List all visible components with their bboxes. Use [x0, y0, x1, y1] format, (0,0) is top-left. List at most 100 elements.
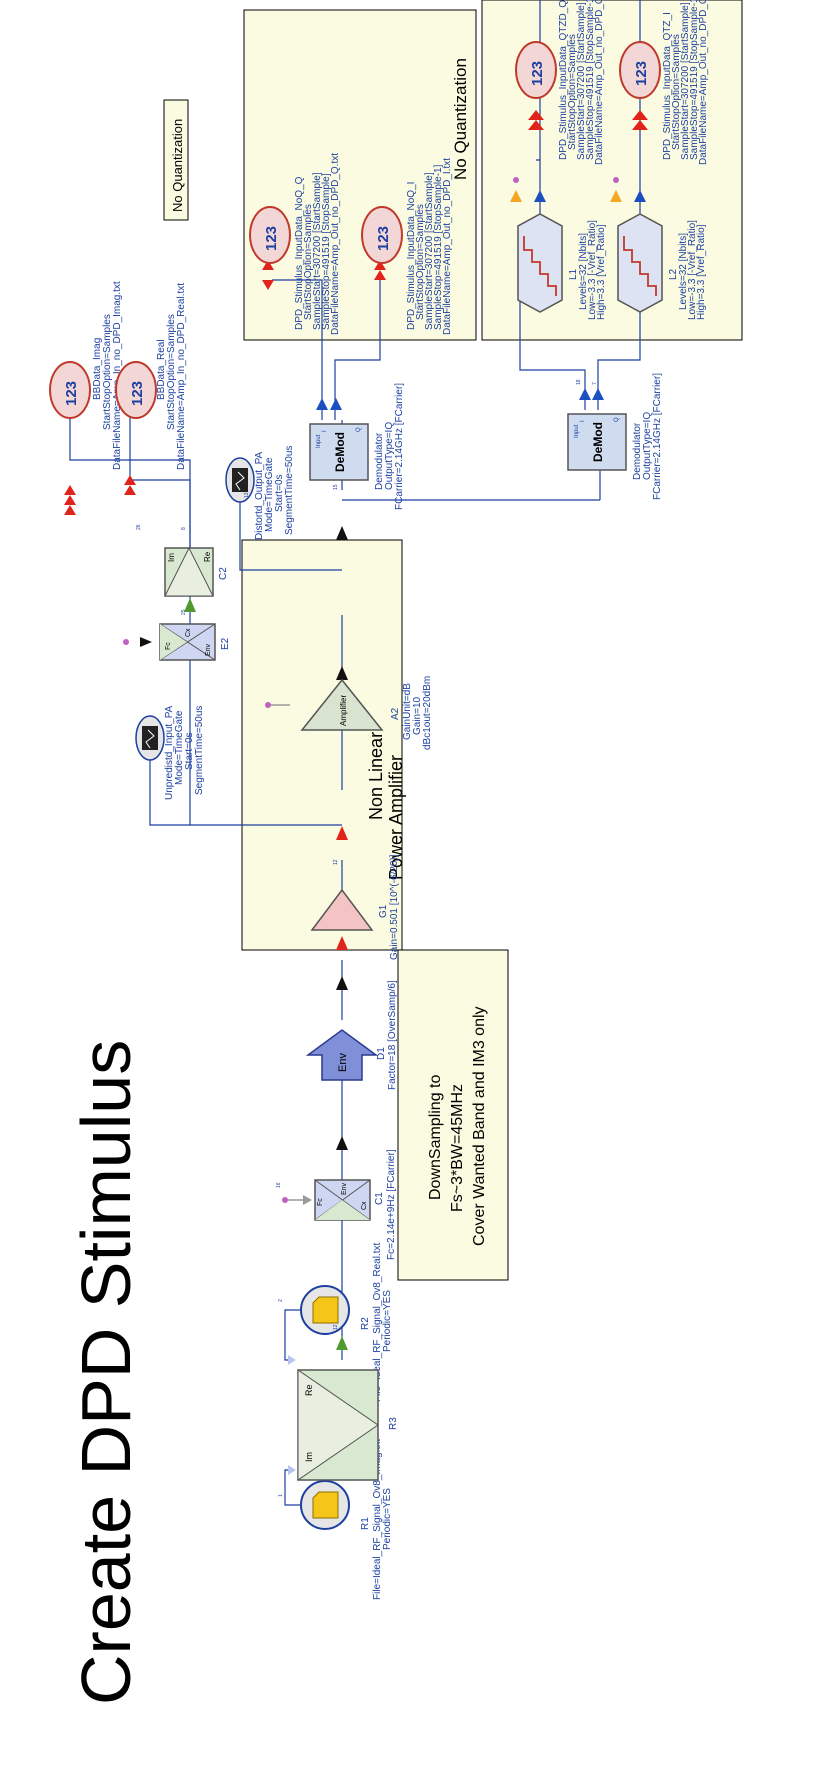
demod-1-p1: Demodulator: [374, 432, 385, 490]
block-c2[interactable]: Im Re C2: [164, 546, 229, 597]
l2-name: L2: [668, 268, 679, 280]
sink-nq-q-p4: SampleStop=491519 [StopSample]: [321, 173, 332, 330]
scope-icon: [232, 468, 248, 492]
sink-bbdata-real[interactable]: 123 BBData_Real StartStopOption=Samples …: [115, 283, 187, 495]
scope-distortd-output[interactable]: Distortd_Output_PA Mode=TimeGate Start=0…: [225, 446, 295, 540]
sink-bb-imag-p2: StartStopOption=Samples: [102, 314, 113, 430]
demod-1-label: DeMod: [333, 432, 347, 472]
d1-param: Factor=18 [OverSamp/6]: [387, 980, 398, 1090]
port-label: 12: [333, 1324, 339, 1330]
block-l1-quantizer[interactable]: L1 Levels=32 [Nbits] Low=-3.3 [-Vref_Rat…: [517, 213, 607, 320]
sink-qz-q-label: 123: [529, 61, 546, 86]
arrow-red: [336, 936, 348, 950]
c1-name: C1: [374, 1192, 385, 1205]
sink-nq-i-label: 123: [375, 226, 392, 251]
c2-name: C2: [218, 567, 229, 580]
source-r1[interactable]: R1 File=Ideal_RF_Signal_Ov8_Imag.txt Per…: [300, 1439, 393, 1600]
downsampling-note-3: Cover Wanted Band and IM3 only: [471, 1006, 488, 1246]
d1-name: D1: [376, 1047, 387, 1060]
folder-icon: [312, 1491, 339, 1519]
e2-name: E2: [220, 637, 231, 650]
sink-nq-i[interactable]: 123 DPD_Stimulus_InputData_NoQ_I StartSt…: [361, 158, 453, 335]
scope-in-param-1: Unpredistd_Input_PA: [164, 705, 175, 800]
block-r3[interactable]: Im Re R3: [297, 1369, 399, 1481]
sink-qz-i-p3: SampleStart=307200 [StartSample]: [680, 2, 691, 160]
sink-nq-q[interactable]: 123 DPD_Stimulus_InputData_NoQ_Q StartSt…: [249, 153, 341, 335]
scope-in-param-2: Mode=TimeGate: [174, 710, 185, 785]
e2-port-env: Env: [205, 643, 212, 656]
sink-qz-q-p3: SampleStart=307200 [StartSample]: [576, 2, 587, 160]
e2-terminal: [123, 639, 129, 645]
block-c1[interactable]: Fc Cx Env C1 Fc=2.14e+9Hz [FCarrier]: [282, 1149, 397, 1260]
downsampling-note-box: [397, 949, 509, 1281]
a2-param-3: dBc1out=20dBm: [422, 676, 433, 750]
demod-2-p1: Demodulator: [632, 422, 643, 480]
block-demod-2[interactable]: DeMod Input I Q Demodulator OutputType=I…: [567, 373, 663, 500]
block-a2[interactable]: Amplifier A2 GainUnit=dB Gain=10 dBc1out…: [265, 676, 433, 750]
r2-param-2: Periodic=YES: [382, 1290, 393, 1352]
scope-unpredistd-input[interactable]: Unpredistd_Input_PA Mode=TimeGate Start=…: [135, 705, 205, 800]
arrow-blue: [634, 190, 646, 202]
demod-2-port-in: Input: [574, 424, 580, 438]
scope-out-param-2: Mode=TimeGate: [264, 457, 275, 532]
l2-p2: Low=-3.3 [-Vref_Ratio]: [687, 220, 698, 320]
sink-bbdata-imag[interactable]: 123 BBData_Imag StartStopOption=Samples …: [49, 281, 123, 515]
port-label: 18: [576, 379, 582, 385]
demod-1-p2: OutputType=IQ: [384, 422, 395, 490]
scope-out-param-4: SegmentTime=50us: [284, 446, 295, 535]
sink-nq-i-p4: SampleStop=491519 [StopSample-1]: [433, 164, 444, 330]
g1-param: Gain=0.501 [10^(-6/20)]: [389, 854, 400, 960]
l2-terminal: [613, 177, 619, 183]
scope-out-param-1: Distortd_Output_PA: [254, 451, 265, 540]
block-demod-1[interactable]: DeMod Input I Q Demodulator OutputType=I…: [309, 383, 405, 510]
arrow-orange: [610, 190, 622, 202]
block-d1[interactable]: Env D1 Factor=18 [OverSamp/6]: [305, 980, 398, 1090]
sink-qtz-i[interactable]: 123 DPD_Stimulus_InputData_QTZ_I StartSt…: [619, 0, 709, 165]
arrow-blue: [579, 388, 591, 400]
downsampling-note-1: DownSampling to: [427, 1075, 444, 1201]
port-label: 2: [278, 1299, 284, 1302]
source-r2[interactable]: R2 File=Ideal_RF_Signal_Ov8_Real.txt Per…: [300, 1243, 393, 1402]
arrow-blue: [316, 398, 328, 410]
arrow-orange: [510, 190, 522, 202]
a2-param-2: Gain=10: [412, 696, 423, 735]
scope-in-param-3: Start=0s: [184, 732, 195, 770]
block-l2-quantizer[interactable]: L2 Levels=32 [Nbits] Low=-3.3 [-Vref_Rat…: [617, 213, 707, 320]
scope-icon: [142, 726, 158, 750]
c2-port-im: Im: [167, 553, 176, 562]
port-label: 16: [276, 1182, 282, 1188]
arrow-black: [336, 666, 348, 680]
sink-bb-imag-label: 123: [63, 381, 80, 406]
scope-out-param-3: Start=0s: [274, 474, 285, 512]
sink-nq-i-p3: SampleStart=307200 [StartSample]: [424, 172, 435, 330]
sink-nq-i-p1: DPD_Stimulus_InputData_NoQ_I: [406, 182, 417, 330]
sink-qtzd-q[interactable]: 123 DPD_Stimulus_InputData_QTZD_Q StartS…: [515, 0, 605, 165]
e2-port-fc: Fc: [165, 642, 172, 650]
arrow-blue: [534, 190, 546, 202]
r3-name: R3: [388, 1417, 399, 1430]
port-label: 25: [181, 609, 187, 615]
d1-label: Env: [337, 1053, 349, 1072]
no-quantization-tag: No Quantization: [170, 119, 185, 212]
sink-bb-imag-p3: DataFileName=Amp_In_no_DPD_Imag.txt: [112, 281, 123, 470]
port-label: 15: [333, 484, 339, 490]
sink-qz-i-p4: SampleStop=491519 [StopSample-1]: [689, 0, 700, 160]
block-g1[interactable]: G1 Gain=0.501 [10^(-6/20)]: [310, 854, 400, 960]
a2-terminal: [265, 702, 271, 708]
page-title: Create DPD Stimulus: [67, 1040, 145, 1705]
g1-name: G1: [378, 904, 389, 918]
port-label: 26: [136, 524, 142, 530]
c1-param: Fc=2.14e+9Hz [FCarrier]: [386, 1149, 397, 1260]
scope-in-param-4: SegmentTime=50us: [194, 706, 205, 795]
sink-nq-i-p5: DataFileName=Amp_Out_no_DPD_I.txt: [442, 158, 453, 335]
a2-label: Amplifier: [339, 695, 348, 726]
sink-qz-q-p2: StartStopOption=Samples: [567, 34, 578, 150]
r2-name: R2: [360, 1317, 371, 1330]
r3-input-arrow: [288, 1355, 296, 1365]
c1-fc-terminal: [282, 1197, 288, 1203]
port-label: 1: [278, 1494, 284, 1497]
block-e2[interactable]: Fc Cx Env E2: [123, 623, 231, 661]
sink-nq-i-p2: StartStopOption=Samples: [415, 204, 426, 320]
demod-2-label: DeMod: [591, 422, 605, 462]
